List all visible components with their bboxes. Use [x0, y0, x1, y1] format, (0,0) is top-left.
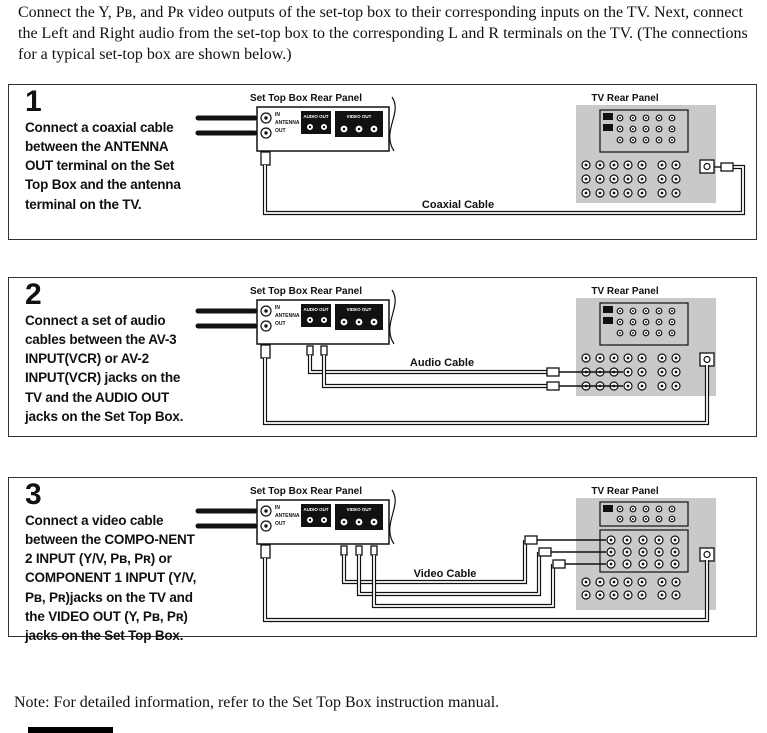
rca-plug	[546, 367, 560, 377]
rca-plug	[355, 545, 363, 556]
rca-plug	[538, 547, 552, 557]
stb-panel-label: Set Top Box Rear Panel	[250, 93, 362, 104]
audio-out-label: AUDIO OUT	[303, 507, 329, 512]
antenna-label: ANTENNA	[275, 313, 300, 319]
cable-label: Coaxial Cable	[422, 199, 494, 211]
video-out-label: VIDEO OUT	[347, 307, 372, 312]
antenna-out-label: OUT	[275, 321, 286, 327]
coax-plug	[260, 544, 271, 559]
rca-plug	[340, 545, 348, 556]
panel-tear-edge	[389, 289, 396, 345]
step-2-instructions: Connect a set of audio cables between th…	[25, 313, 184, 424]
coax-plug	[260, 344, 271, 359]
tv-rca-jack-grid	[581, 160, 647, 198]
step-1-box: 1 Connect a coaxial cable between the AN…	[8, 84, 757, 240]
set-top-box-panel: Set Top Box Rear Panel IN ANTENNA OUT AU…	[195, 93, 396, 152]
rca-plug	[524, 535, 538, 545]
tv-rca-jack-grid	[581, 577, 681, 600]
tv-panel-label: TV Rear Panel	[591, 486, 658, 497]
set-top-box-panel: Set Top Box Rear Panel IN ANTENNA OUT AU…	[195, 286, 396, 345]
step-3-diagram: Set Top Box Rear Panel IN ANTENNA OUT AU…	[195, 486, 716, 623]
rca-plug	[306, 345, 314, 356]
audio-cables	[306, 345, 623, 391]
step-2-number: 2	[25, 278, 42, 311]
antenna-in-label: IN	[275, 305, 280, 311]
antenna-label: ANTENNA	[275, 120, 300, 126]
audio-out-label: AUDIO OUT	[303, 114, 329, 119]
footer-bar	[28, 727, 113, 733]
rca-plug	[370, 545, 378, 556]
video-out-label: VIDEO OUT	[347, 114, 372, 119]
antenna-out-label: OUT	[275, 128, 286, 134]
antenna-in-label: IN	[275, 505, 280, 511]
rca-plug	[552, 559, 566, 569]
rca-plug	[546, 381, 560, 391]
antenna-out-label: OUT	[275, 521, 286, 527]
cable-label: Audio Cable	[410, 357, 474, 369]
step-3-number: 3	[25, 478, 42, 511]
stb-panel-label: Set Top Box Rear Panel	[250, 486, 362, 497]
step-1-diagram: Set Top Box Rear Panel IN ANTENNA OUT AU…	[195, 93, 746, 216]
panel-tear-edge	[389, 96, 396, 152]
antenna-in-label: IN	[275, 112, 280, 118]
coaxial-cable	[260, 544, 710, 623]
tv-av-input-jacks	[616, 114, 676, 144]
step-2-box: 2 Connect a set of audio cables between …	[8, 277, 757, 437]
step-1-number: 1	[25, 85, 42, 118]
step-3-box: 3 Connect a video cable between the COMP…	[8, 477, 757, 643]
audio-out-label: AUDIO OUT	[303, 307, 329, 312]
panel-tear-edge	[389, 489, 396, 545]
coax-plug	[720, 162, 734, 172]
set-top-box-panel: Set Top Box Rear Panel IN ANTENNA OUT AU…	[195, 486, 396, 545]
rca-plug	[320, 345, 328, 356]
tv-rca-jack-grid	[657, 353, 681, 391]
antenna-label: ANTENNA	[275, 513, 300, 519]
coaxial-cable	[260, 344, 710, 426]
video-cables	[340, 535, 606, 609]
step-2-diagram: Set Top Box Rear Panel IN ANTENNA OUT AU…	[195, 286, 716, 426]
tv-av-input-jacks	[616, 307, 676, 337]
tv-rear-panel: TV Rear Panel	[576, 486, 716, 610]
tv-component-input-jacks	[606, 535, 680, 569]
step-1-instructions: Connect a coaxial cable between the ANTE…	[25, 120, 181, 212]
footnote: Note: For detailed information, refer to…	[14, 694, 500, 711]
tv-panel-label: TV Rear Panel	[591, 93, 658, 104]
tv-av-input-jacks	[616, 505, 676, 523]
coax-plug	[260, 151, 271, 166]
step-3-instructions: Connect a video cable between the COMPO-…	[25, 513, 197, 643]
tv-panel-label: TV Rear Panel	[591, 286, 658, 297]
cable-label: Video Cable	[414, 568, 477, 580]
intro-paragraph: Connect the Y, Pʙ, and Pʀ video outputs …	[18, 4, 748, 64]
tv-rear-panel: TV Rear Panel	[576, 93, 716, 203]
video-out-label: VIDEO OUT	[347, 507, 372, 512]
tv-rca-jack-grid	[657, 160, 681, 198]
coaxial-cable	[260, 151, 746, 216]
stb-panel-label: Set Top Box Rear Panel	[250, 286, 362, 297]
tv-rear-panel: TV Rear Panel	[576, 286, 716, 396]
